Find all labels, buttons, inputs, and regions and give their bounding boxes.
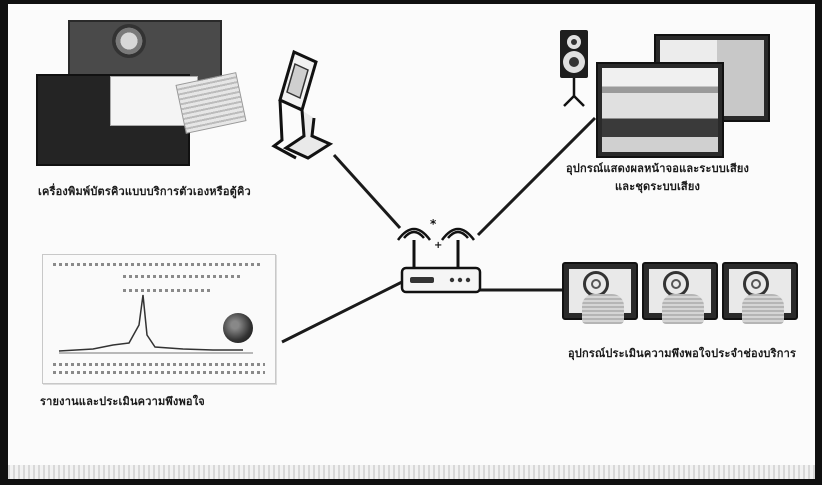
speaker-icon xyxy=(560,30,588,106)
report-sheet xyxy=(42,254,276,384)
display-caption: อุปกรณ์แสดงผลหน้าจอและระบบเสียง และชุดระ… xyxy=(566,160,749,196)
printer-caption: เครื่องพิมพ์บัตรคิวแบบบริการตัวเองหรือตู… xyxy=(38,182,251,200)
tablet-2 xyxy=(642,262,718,320)
report-caption: รายงานและประเมินความพึงพอใจ xyxy=(40,392,205,410)
monitor-front xyxy=(596,62,724,158)
svg-text:+: + xyxy=(434,240,442,251)
kiosk-icon xyxy=(274,52,330,158)
tablets-caption: อุปกรณ์ประเมินความพึงพอใจประจำช่องบริการ xyxy=(568,344,796,362)
wireless-router-icon: * + xyxy=(398,217,480,292)
ticket-printer-icon xyxy=(30,14,260,174)
seal-icon xyxy=(112,24,146,58)
report-gauge xyxy=(223,313,253,343)
tablet-rating-icon xyxy=(562,262,802,332)
link-kiosk xyxy=(334,155,400,228)
tablet-1 xyxy=(562,262,638,320)
report-chart-icon xyxy=(42,254,278,384)
tablet-3 xyxy=(722,262,798,320)
svg-text:*: * xyxy=(430,217,437,231)
link-report xyxy=(282,280,406,342)
monitor-icon xyxy=(592,30,782,160)
